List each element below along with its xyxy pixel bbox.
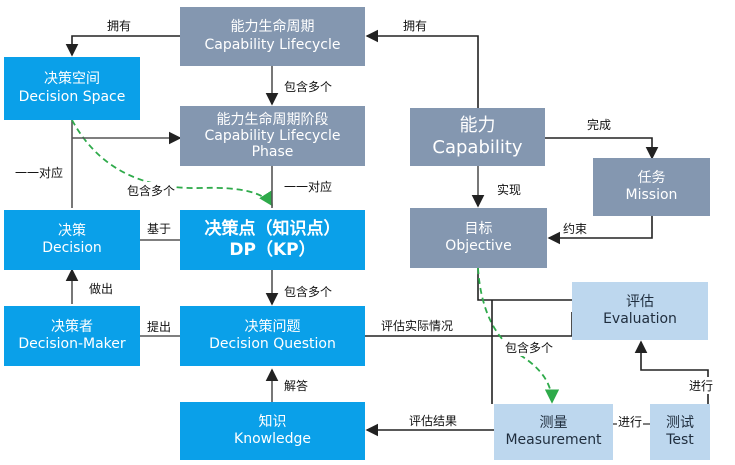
node-label-en: Decision Question	[209, 336, 336, 352]
node-label-zh: 决策者	[51, 318, 93, 335]
label-based-on: 基于	[146, 220, 173, 237]
node-label-en: Capability Lifecycle	[204, 127, 341, 144]
node-label-en: Test	[666, 432, 694, 448]
node-label-zh: 测量	[539, 414, 568, 431]
node-decision: 决策 Decision	[4, 210, 140, 270]
node-decision-maker: 决策者 Decision-Maker	[4, 306, 140, 366]
label-evaluate-result: 评估结果	[408, 412, 459, 429]
label-propose: 提出	[146, 318, 173, 335]
label-one-to-one-left: 一一对应	[14, 164, 65, 181]
edge-contain-measure	[477, 267, 560, 404]
node-label-zh: 知识	[258, 413, 287, 430]
label-evaluate-actual: 评估实际情况	[380, 317, 455, 334]
edge-constrain	[547, 216, 653, 245]
node-measurement: 测量 Measurement	[494, 404, 613, 460]
label-complete: 完成	[586, 116, 613, 133]
node-decision-question: 决策问题 Decision Question	[180, 306, 365, 366]
label-constrain: 约束	[562, 220, 589, 237]
node-label-en-2: Phase	[251, 144, 294, 161]
node-label-zh: 评估	[626, 293, 654, 310]
node-decision-space: 决策空间 Decision Space	[4, 57, 140, 120]
node-capability: 能力 Capability	[410, 108, 545, 166]
node-label-en: Measurement	[505, 432, 602, 448]
label-own-right: 拥有	[402, 17, 429, 34]
node-label-en: DP（KP）	[229, 240, 316, 260]
node-label-en: Mission	[625, 187, 678, 203]
node-label-en: Decision Space	[18, 88, 126, 105]
label-contain-question: 包含多个	[283, 283, 334, 300]
node-decision-point: 决策点（知识点） DP（KP）	[180, 210, 365, 270]
node-label-zh: 决策空间	[44, 71, 100, 87]
node-label-en: Capability Lifecycle	[204, 36, 341, 53]
edge-own-left	[65, 35, 180, 57]
label-perform-2: 进行	[688, 377, 715, 394]
node-label-en: Decision-Maker	[18, 336, 126, 352]
edge-contain-dp	[71, 119, 273, 207]
label-contain-phase: 包含多个	[283, 78, 334, 95]
node-test: 测试 Test	[650, 404, 710, 460]
node-label-en: Decision	[42, 240, 102, 256]
node-capability-lifecycle-phase: 能力生命周期阶段 Capability Lifecycle Phase	[180, 106, 365, 166]
node-label-zh: 目标	[464, 220, 493, 237]
edge-perform-2	[634, 340, 709, 404]
node-label-zh: 任务	[637, 169, 666, 186]
node-label-zh: 决策	[58, 222, 86, 239]
label-own-left: 拥有	[106, 17, 133, 34]
node-label-en: Capability	[432, 137, 523, 158]
label-contain-measure: 包含多个	[504, 339, 555, 356]
node-label-en: Evaluation	[603, 311, 677, 327]
label-answer: 解答	[283, 377, 310, 394]
edge-objective-down	[477, 268, 600, 301]
node-label-zh: 决策问题	[244, 318, 301, 335]
edge-complete	[545, 137, 659, 160]
node-label-zh: 能力生命周期	[230, 19, 315, 35]
label-contain-dp: 包含多个	[126, 182, 177, 199]
node-label-en: Objective	[445, 238, 512, 254]
label-perform-1: 进行	[617, 413, 644, 430]
node-objective: 目标 Objective	[410, 208, 547, 268]
node-label-en: Knowledge	[234, 431, 311, 447]
label-make: 做出	[88, 280, 115, 297]
node-label-zh: 能力	[459, 114, 496, 136]
node-knowledge: 知识 Knowledge	[180, 402, 365, 460]
node-evaluation: 评估 Evaluation	[572, 282, 708, 340]
node-mission: 任务 Mission	[593, 158, 710, 216]
node-capability-lifecycle: 能力生命周期 Capability Lifecycle	[180, 7, 365, 66]
label-realize: 实现	[496, 181, 523, 198]
node-label-zh: 决策点（知识点）	[204, 218, 341, 239]
label-one-to-one-dp: 一一对应	[283, 178, 334, 195]
edge-own-right	[365, 29, 479, 108]
node-label-zh: 能力生命周期阶段	[216, 111, 329, 128]
node-label-zh: 测试	[666, 414, 694, 431]
